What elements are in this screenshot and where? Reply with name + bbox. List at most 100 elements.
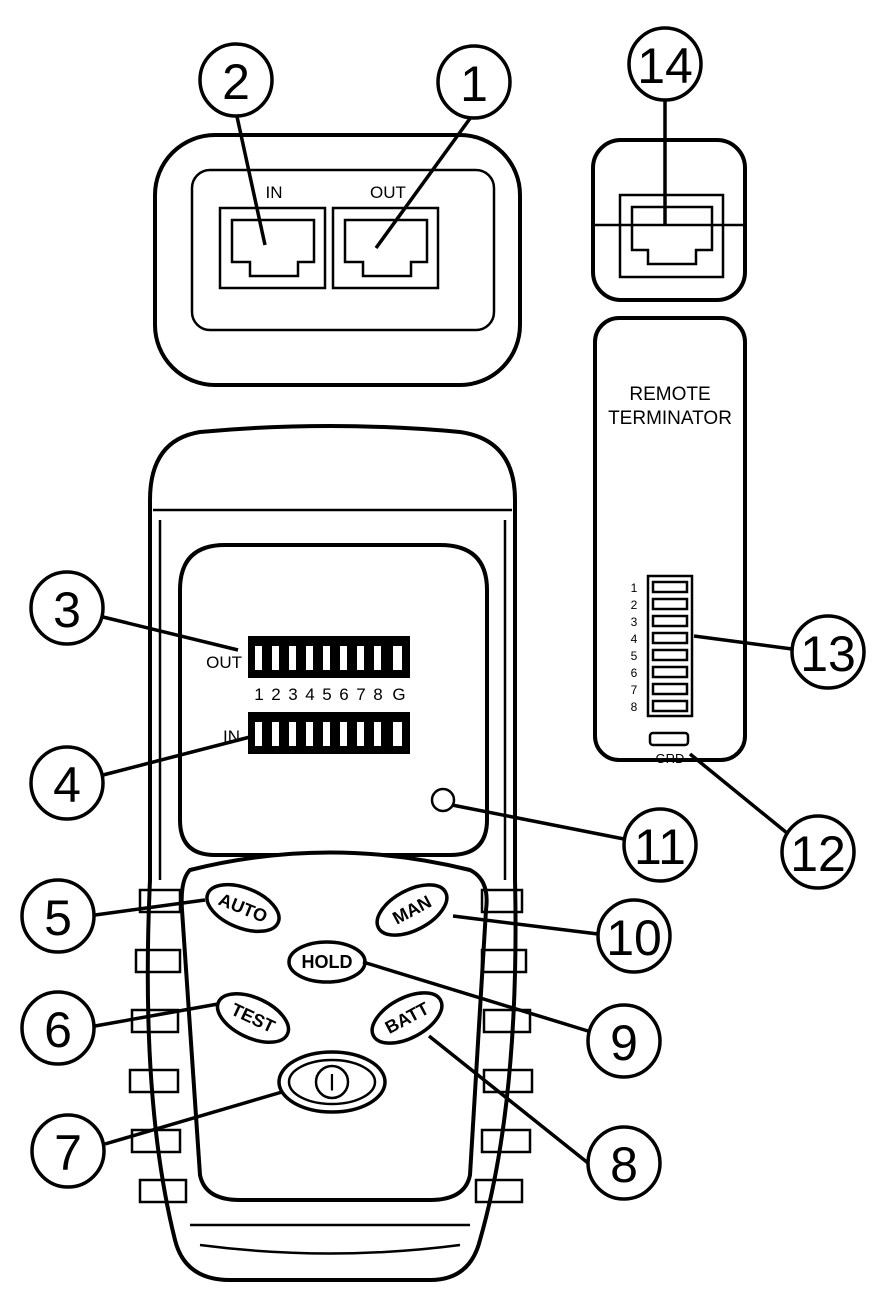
left-grip-ribs (128, 888, 188, 1204)
in-led-3 (289, 722, 296, 746)
pin-label-8: 8 (373, 685, 382, 704)
in-led-2 (272, 722, 279, 746)
pin-label-4: 4 (305, 685, 314, 704)
in-led-7 (357, 722, 364, 746)
callout-13-number: 13 (800, 626, 856, 682)
in-led-g (393, 722, 402, 746)
remote-connector-head (591, 138, 747, 302)
pin-label-2: 2 (271, 685, 280, 704)
port-out-label: OUT (370, 183, 406, 202)
callout-6: 6 (20, 990, 96, 1066)
callout-4: 4 (29, 745, 105, 821)
in-led-4 (306, 722, 313, 746)
in-led-5 (323, 722, 330, 746)
hold-button[interactable]: HOLD (287, 940, 367, 984)
leader-12 (688, 752, 789, 835)
power-indicator-led (430, 787, 456, 813)
callout-14-number: 14 (637, 38, 693, 94)
out-led-3 (289, 646, 296, 670)
callout-10-number: 10 (606, 910, 662, 966)
leader-9 (362, 960, 589, 1033)
callout-12-number: 12 (790, 826, 846, 882)
remote-grd-led (648, 731, 690, 747)
remote-led-6 (651, 665, 689, 679)
out-led-1 (255, 646, 262, 670)
remote-led-3 (651, 614, 689, 628)
pin-label-7: 7 (356, 685, 365, 704)
remote-led-7 (651, 682, 689, 696)
remote-led-label-4: 4 (631, 632, 638, 646)
main-unit-body: OUT IN 1 2 3 4 5 6 7 8 G AUTO MAN HOLD (128, 424, 534, 1282)
callout-1-number: 1 (460, 56, 488, 112)
pin-label-1: 1 (254, 685, 263, 704)
leader-6 (94, 1002, 219, 1028)
rj45-out-jack (331, 206, 440, 290)
callout-2-number: 2 (222, 54, 250, 110)
pin-label-5: 5 (322, 685, 331, 704)
batt-button[interactable]: BATT (364, 983, 450, 1054)
callout-2: 2 (198, 42, 274, 118)
remote-led-label-8: 8 (631, 700, 638, 714)
main-connector-head: IN OUT (153, 133, 522, 387)
test-button[interactable]: TEST (210, 984, 296, 1052)
leader-lines (94, 100, 793, 1165)
remote-led-8 (651, 699, 689, 713)
power-button[interactable]: I (277, 1050, 387, 1114)
callout-9-number: 9 (610, 1015, 638, 1071)
callout-6-number: 6 (44, 1002, 72, 1058)
leader-2 (234, 111, 267, 246)
pin-label-g: G (392, 685, 405, 704)
leader-11 (451, 803, 625, 841)
remote-led-2 (651, 597, 689, 611)
callout-8: 8 (586, 1125, 662, 1201)
hold-button-label: HOLD (302, 952, 353, 972)
leader-4 (102, 735, 251, 777)
rj45-in-jack (218, 206, 327, 290)
display-out-label: OUT (206, 653, 242, 672)
out-led-8 (374, 646, 381, 670)
out-led-2 (272, 646, 279, 670)
remote-led-5 (651, 648, 689, 662)
leader-10 (452, 914, 599, 936)
in-led-8 (374, 722, 381, 746)
callout-7: 7 (30, 1113, 106, 1189)
remote-led-label-6: 6 (631, 666, 638, 680)
out-led-6 (340, 646, 347, 670)
remote-grd-label: GRD (656, 751, 685, 766)
remote-led-4 (651, 631, 689, 645)
callout-10: 10 (596, 898, 672, 974)
remote-led-label-3: 3 (631, 615, 638, 629)
leader-8 (427, 1034, 590, 1165)
out-led-7 (357, 646, 364, 670)
rj45-remote-jack (618, 193, 725, 279)
remote-led-column (646, 574, 694, 718)
remote-led-1 (651, 580, 689, 594)
remote-led-label-7: 7 (631, 683, 638, 697)
auto-button[interactable]: AUTO (200, 875, 285, 941)
callout-5: 5 (20, 878, 96, 954)
callout-11-number: 11 (634, 819, 686, 875)
remote-led-label-2: 2 (631, 598, 638, 612)
out-led-g (393, 646, 402, 670)
callout-4-number: 4 (53, 757, 81, 813)
callout-3-number: 3 (53, 582, 81, 638)
pin-label-3: 3 (288, 685, 297, 704)
callout-11: 11 (622, 807, 698, 883)
callout-13: 13 (790, 614, 866, 690)
out-led-4 (306, 646, 313, 670)
leader-5 (94, 898, 206, 917)
remote-led-label-1: 1 (631, 581, 638, 595)
out-led-bar (248, 636, 410, 678)
callout-8-number: 8 (610, 1137, 638, 1193)
remote-terminator-body: REMOTE TERMINATOR 1 2 3 4 5 6 7 8 GRD (593, 316, 747, 766)
in-led-bar (248, 712, 410, 754)
remote-led-label-5: 5 (631, 649, 638, 663)
callout-5-number: 5 (44, 890, 72, 946)
port-in-label: IN (266, 183, 283, 202)
callout-3: 3 (29, 570, 105, 646)
in-led-6 (340, 722, 347, 746)
remote-title-line1: REMOTE (629, 384, 710, 405)
callout-1: 1 (436, 44, 512, 120)
man-button[interactable]: MAN (369, 875, 455, 946)
